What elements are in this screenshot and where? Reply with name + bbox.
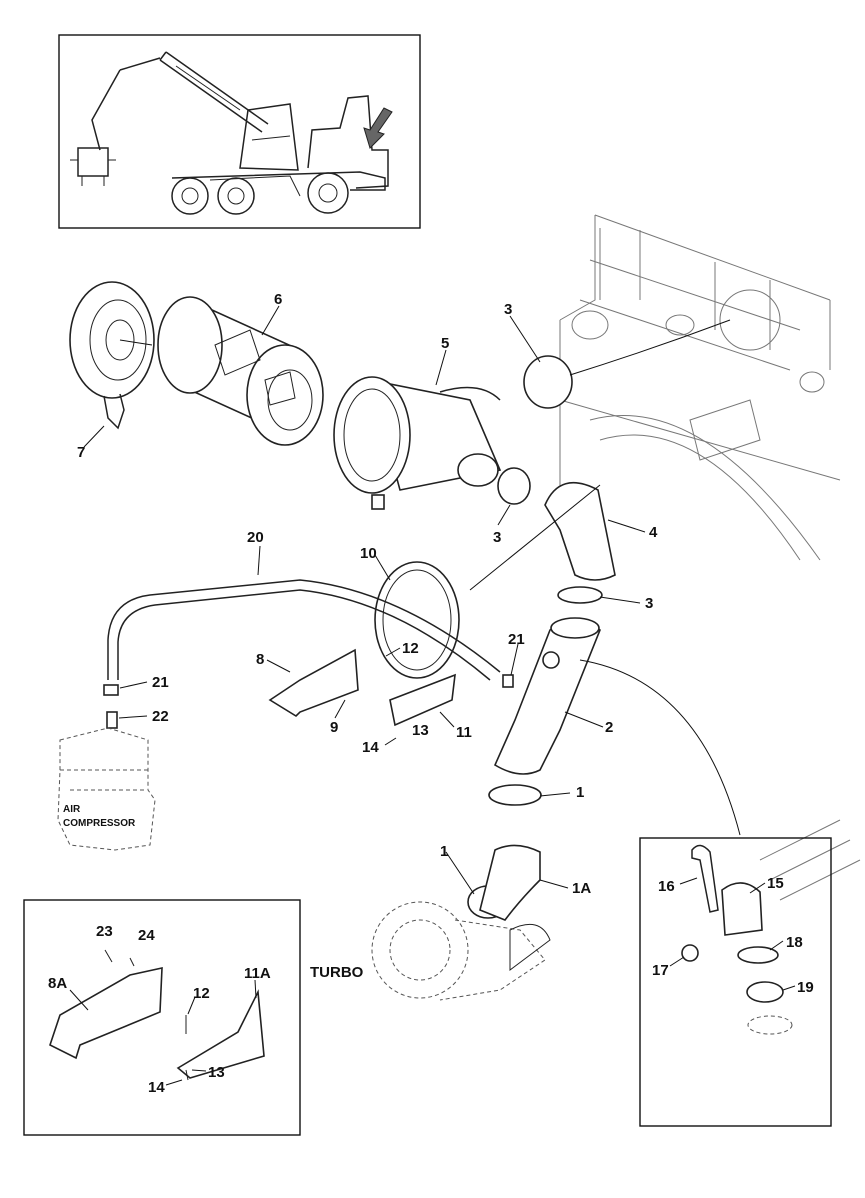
- part-7-cover: [69, 281, 155, 430]
- part-21-22-fittings: [103, 674, 514, 729]
- label-15: 15: [767, 875, 784, 892]
- label-1-upper: 1: [576, 784, 584, 801]
- label-3-top: 3: [504, 301, 512, 318]
- callout-labels: 6 5 3 7 3 4 10 20 3 21 8 12 21 22 9 2 13…: [48, 291, 814, 1096]
- part-8-bracket: [268, 648, 359, 718]
- label-21-left: 21: [152, 674, 169, 691]
- label-11A: 11A: [244, 965, 271, 982]
- label-3-mid: 3: [493, 529, 501, 546]
- label-17: 17: [652, 962, 669, 979]
- label-compressor: COMPRESSOR: [63, 818, 136, 829]
- label-14-detail: 14: [148, 1079, 165, 1096]
- label-23: 23: [96, 923, 113, 940]
- detail-box-brackets: [23, 899, 301, 1136]
- air-compressor-outline: [57, 727, 156, 851]
- label-22: 22: [152, 708, 169, 725]
- part-11-bracket: [389, 673, 456, 727]
- detail-box-valve: [639, 837, 832, 1127]
- machine-locator-inset: [58, 34, 421, 229]
- label-8A: 8A: [48, 975, 67, 992]
- label-24: 24: [138, 927, 155, 944]
- leader-lines: [83, 305, 741, 895]
- label-1-lower: 1: [440, 843, 448, 860]
- part-6-filter-element: [157, 296, 324, 446]
- label-14-main: 14: [362, 739, 379, 756]
- part-5-housing: [333, 376, 502, 510]
- label-2: 2: [605, 719, 613, 736]
- label-20: 20: [247, 529, 264, 546]
- label-6: 6: [274, 291, 282, 308]
- engine-bay-background: [559, 214, 861, 901]
- part-1A-elbow: [479, 844, 541, 921]
- label-12-main: 12: [402, 640, 419, 657]
- part-10-band: [374, 561, 460, 679]
- label-4: 4: [649, 524, 658, 541]
- label-12-detail: 12: [193, 985, 210, 1002]
- turbo-unit: [371, 901, 551, 1001]
- part-3-clamps: [497, 355, 603, 604]
- label-19: 19: [797, 979, 814, 996]
- label-9: 9: [330, 719, 338, 736]
- label-13-main: 13: [412, 722, 429, 739]
- label-10: 10: [360, 545, 377, 562]
- label-3-low: 3: [645, 595, 653, 612]
- label-18: 18: [786, 934, 803, 951]
- label-8: 8: [256, 651, 264, 668]
- label-11: 11: [456, 724, 472, 741]
- part-20-hose: [107, 579, 501, 681]
- label-21-right: 21: [508, 631, 525, 648]
- label-13-detail: 13: [208, 1064, 225, 1081]
- label-1A: 1A: [572, 880, 591, 897]
- label-5: 5: [441, 335, 449, 352]
- label-7: 7: [77, 444, 85, 461]
- part-2-pipe: [493, 617, 601, 775]
- label-turbo: TURBO: [310, 964, 364, 981]
- label-16: 16: [658, 878, 675, 895]
- part-4-elbow-hose: [544, 481, 616, 581]
- label-air: AIR: [63, 804, 81, 815]
